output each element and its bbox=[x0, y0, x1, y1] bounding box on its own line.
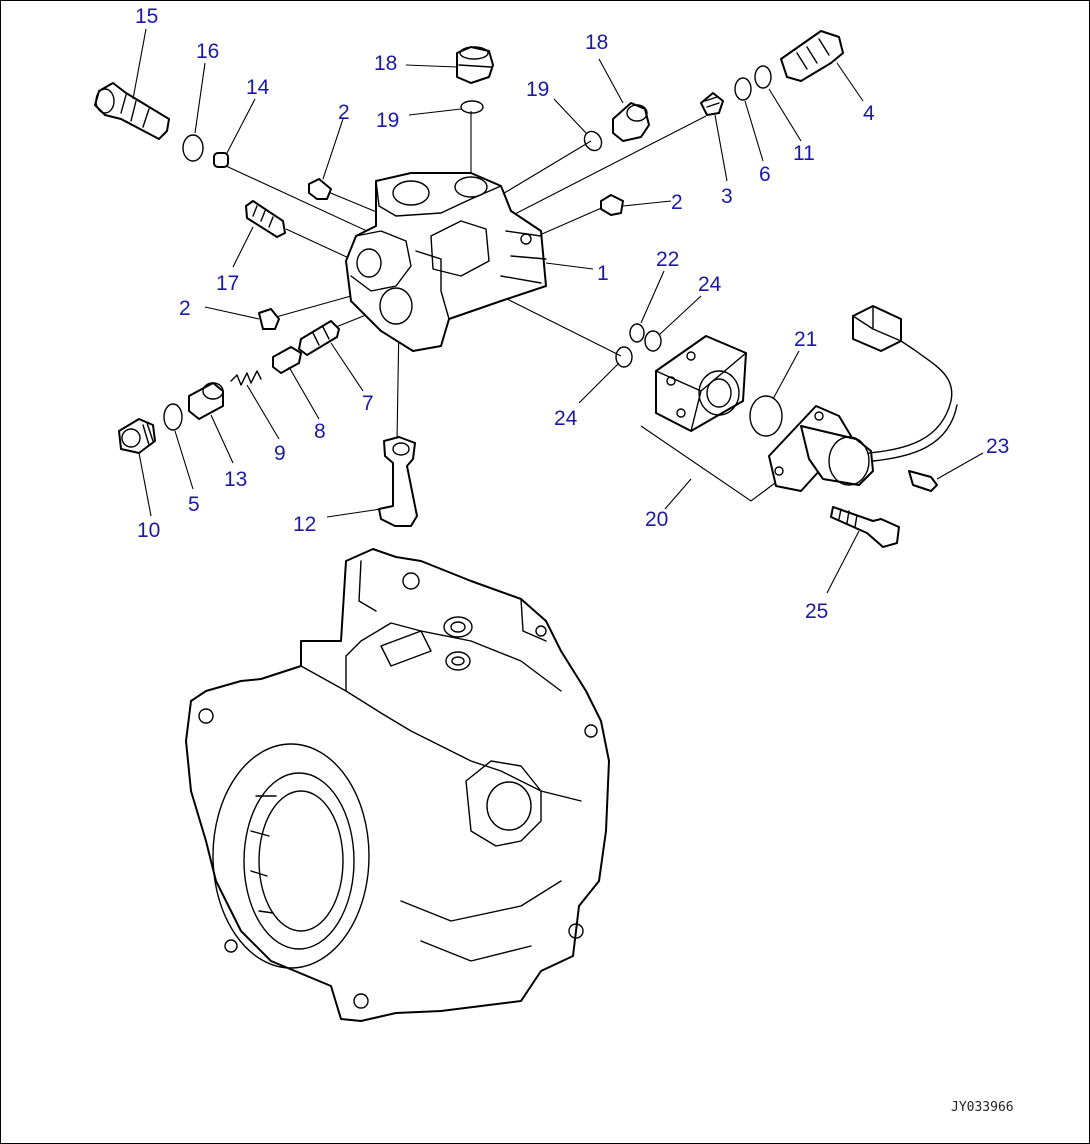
callout-12: 12 bbox=[293, 513, 316, 536]
part-24-o-ring-upper bbox=[644, 330, 662, 352]
callout-2-right: 2 bbox=[671, 191, 683, 214]
part-23-bolt bbox=[908, 470, 938, 492]
callout-4: 4 bbox=[863, 102, 875, 125]
drawing-code: JY033966 bbox=[951, 1100, 1014, 1115]
callout-14: 14 bbox=[246, 76, 270, 99]
callout-10: 10 bbox=[137, 519, 160, 542]
part-18-cap-right bbox=[612, 102, 650, 142]
part-21-o-ring bbox=[749, 395, 783, 437]
callout-2-left: 2 bbox=[179, 297, 191, 320]
part-5-o-ring bbox=[163, 403, 183, 431]
part-7-spool bbox=[298, 320, 340, 356]
callout-1: 1 bbox=[597, 262, 609, 285]
callout-23: 23 bbox=[986, 435, 1009, 458]
part-18-cap-center bbox=[456, 46, 494, 84]
part-17-relief bbox=[245, 200, 286, 238]
part-25-bolt bbox=[830, 506, 900, 548]
part-2-plug-right bbox=[600, 194, 624, 216]
solenoid-coil bbox=[768, 340, 958, 492]
part-15-stud bbox=[94, 82, 170, 140]
callout-6: 6 bbox=[759, 163, 771, 186]
part-13-sleeve bbox=[188, 382, 224, 420]
part-19-o-ring-right bbox=[583, 130, 603, 152]
callout-labels: 15 16 14 2 18 19 19 18 4 11 6 3 2 1 17 2… bbox=[135, 5, 1009, 623]
part-12-lever bbox=[378, 436, 418, 527]
callout-22: 22 bbox=[656, 248, 679, 271]
part-20-solenoid-block bbox=[655, 335, 747, 432]
callout-7: 7 bbox=[362, 392, 374, 415]
callout-25: 25 bbox=[805, 600, 828, 623]
part-3-fitting bbox=[700, 92, 724, 116]
part-2-plug-top bbox=[308, 178, 332, 200]
part-24-o-ring-lower bbox=[615, 346, 633, 368]
callout-leaders bbox=[132, 28, 984, 594]
callout-24-lower: 24 bbox=[554, 407, 578, 430]
callout-9: 9 bbox=[274, 442, 286, 465]
callout-11: 11 bbox=[793, 142, 815, 165]
part-9-spring bbox=[230, 370, 262, 386]
part-2-plug-left bbox=[258, 308, 280, 330]
part-6-o-ring bbox=[734, 77, 752, 101]
part-19-o-ring-center bbox=[460, 100, 484, 114]
callout-3: 3 bbox=[721, 185, 733, 208]
part-16-o-ring bbox=[182, 134, 204, 162]
callout-15: 15 bbox=[135, 5, 158, 28]
callout-19-right: 19 bbox=[526, 78, 549, 101]
part-4-fitting bbox=[780, 30, 844, 82]
callout-2-top: 2 bbox=[338, 101, 350, 124]
callout-13: 13 bbox=[224, 468, 247, 491]
callout-5: 5 bbox=[188, 493, 200, 516]
pump-housing bbox=[185, 548, 610, 1022]
callout-17: 17 bbox=[216, 272, 239, 295]
callout-19-center: 19 bbox=[376, 109, 399, 132]
part-10-plug bbox=[118, 418, 156, 454]
part-11-o-ring bbox=[754, 65, 772, 89]
connector-plug bbox=[852, 305, 902, 352]
part-22-o-ring bbox=[629, 323, 645, 343]
callout-20: 20 bbox=[645, 508, 668, 531]
part-14-plug bbox=[213, 152, 229, 168]
valve-body bbox=[345, 172, 547, 352]
part-8-piston bbox=[272, 346, 302, 374]
assembly-lines bbox=[225, 111, 792, 502]
callout-18-center: 18 bbox=[374, 52, 397, 75]
callout-8: 8 bbox=[314, 420, 326, 443]
callout-16: 16 bbox=[196, 40, 219, 63]
callout-21: 21 bbox=[794, 328, 817, 351]
callout-24-upper: 24 bbox=[698, 273, 722, 296]
callout-18-right: 18 bbox=[585, 31, 608, 54]
